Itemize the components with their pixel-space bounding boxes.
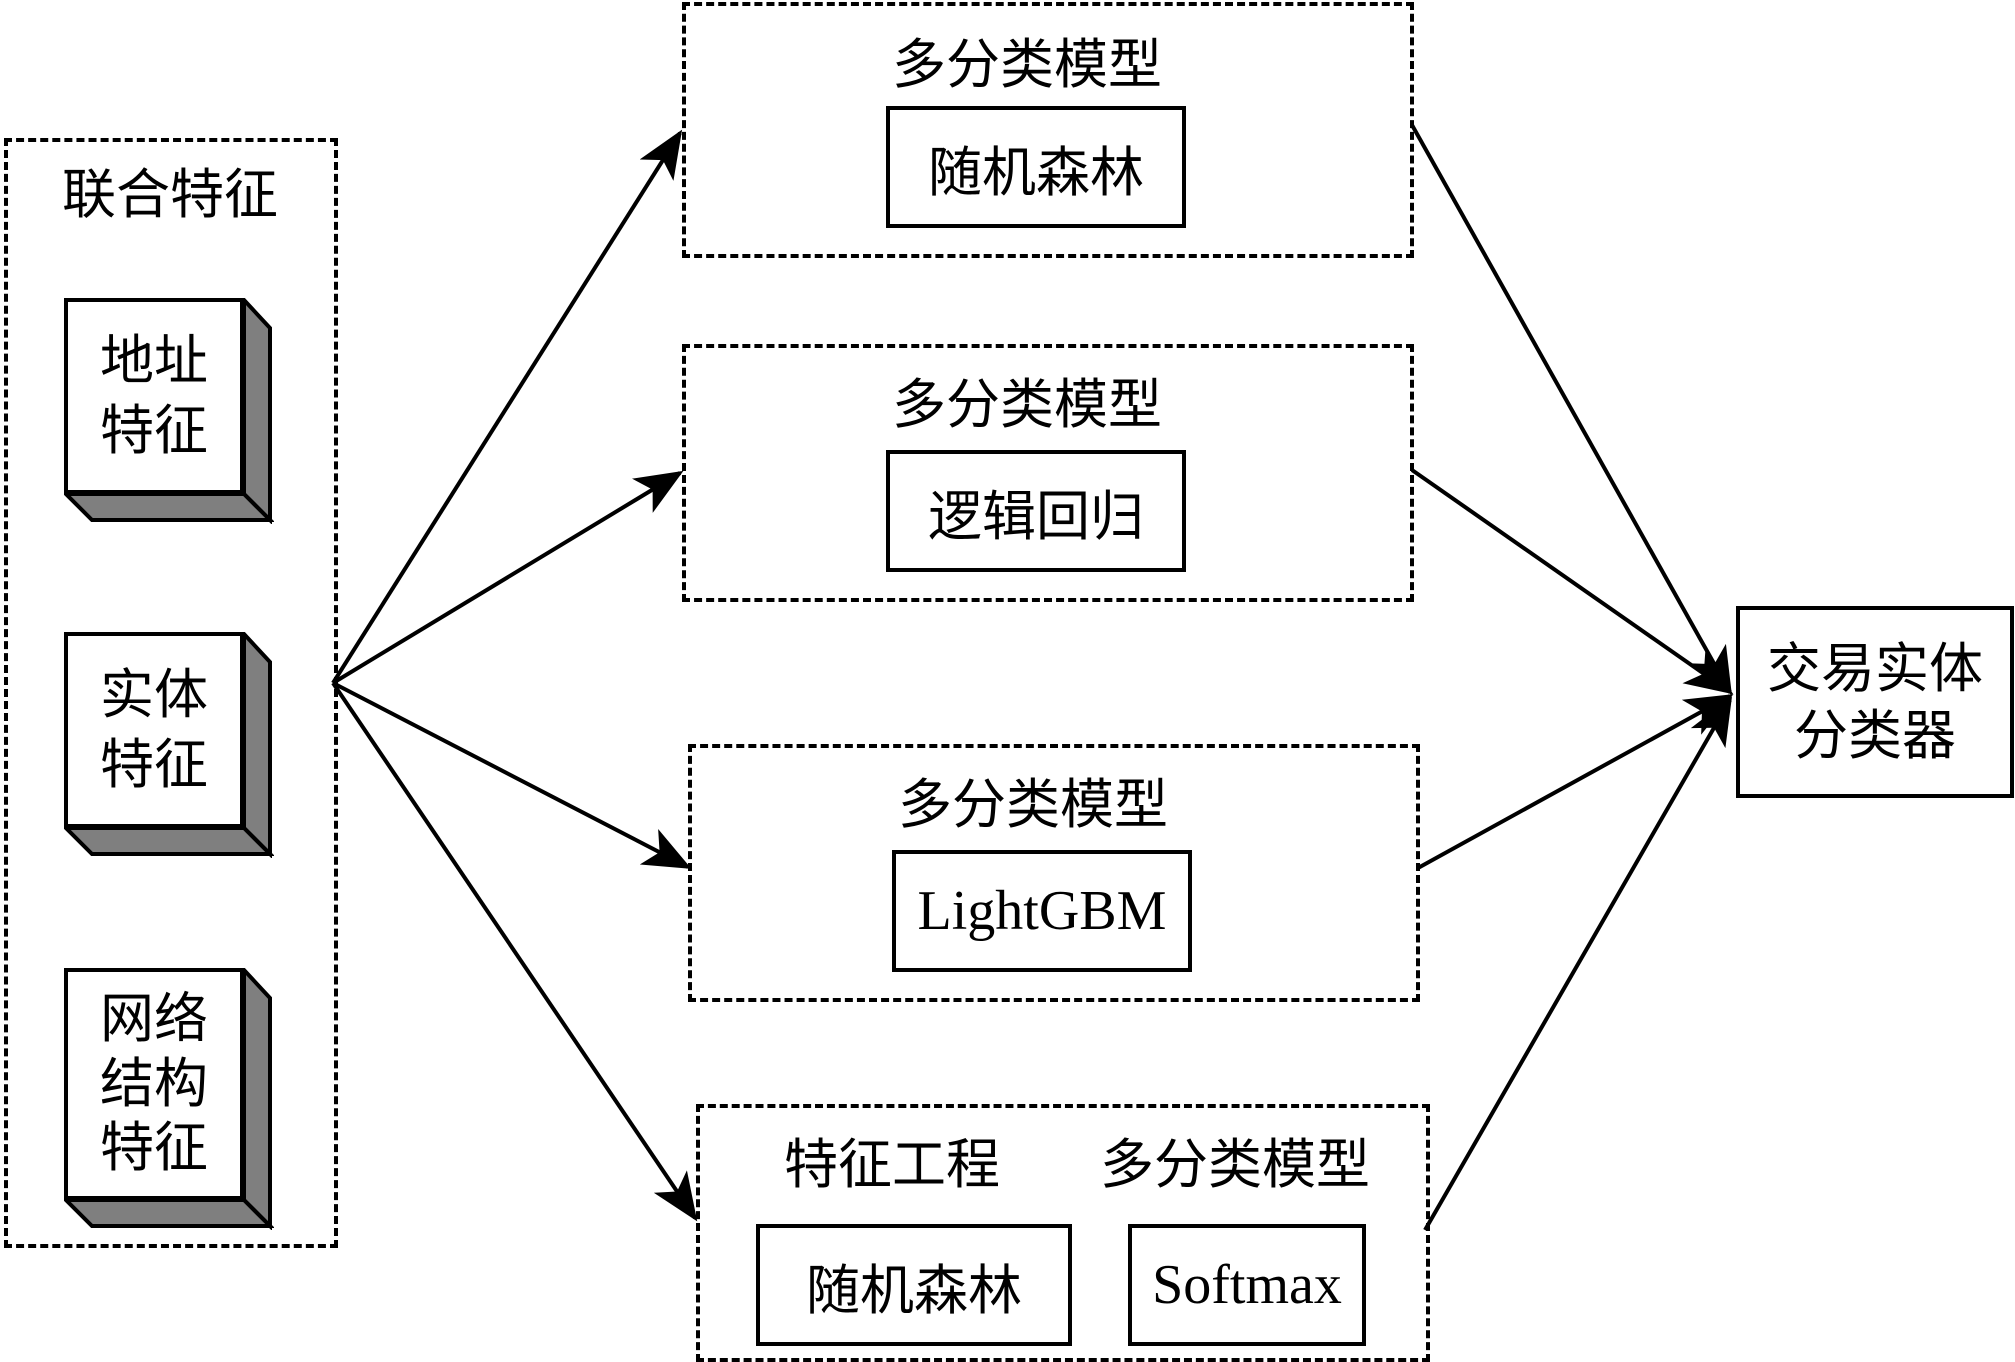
network-feature-line-3: 特征 (100, 1116, 208, 1180)
entity-feature-line-1: 实体 (100, 662, 208, 726)
logistic-regression-box: 逻辑回归 (886, 450, 1186, 572)
transaction-entity-classifier-box: 交易实体 分类器 (1736, 606, 2014, 798)
softmax-model-heading: 多分类模型 (1100, 1133, 1370, 1196)
arrow-to-random-forest-model (331, 129, 683, 685)
arrow-from-random-forest-model (1410, 124, 1732, 696)
feature-engineering-heading: 特征工程 (784, 1133, 1000, 1196)
joint-feature-group: 联合特征 地址 特征 实体 特征 (4, 138, 338, 1248)
network-structure-feature-face: 网络 结构 特征 (64, 968, 244, 1200)
arrow-to-lightgbm-model (332, 681, 692, 869)
random-forest-box: 随机森林 (886, 106, 1186, 228)
model-heading: 多分类模型 (898, 773, 1168, 836)
random-forest-model-group: 多分类模型 随机森林 (682, 2, 1414, 258)
lightgbm-box: LightGBM (892, 850, 1192, 972)
arrow-to-logistic-model (331, 470, 684, 685)
logistic-regression-model-group: 多分类模型 逻辑回归 (682, 344, 1414, 602)
arrow-from-pipeline-model (1423, 696, 1732, 1231)
entity-feature-face: 实体 特征 (64, 632, 244, 828)
block-bevel (64, 632, 274, 858)
pipeline-model-group: 特征工程 多分类模型 随机森林 Softmax (696, 1104, 1430, 1362)
address-feature-line-1: 地址 (100, 328, 208, 392)
address-feature-face: 地址 特征 (64, 298, 244, 494)
network-structure-feature-block: 网络 结构 特征 (64, 968, 274, 1230)
network-feature-line-2: 结构 (100, 1051, 208, 1115)
classifier-line-2: 分类器 (1794, 704, 1956, 767)
address-feature-block: 地址 特征 (64, 298, 274, 524)
classifier-line-1: 交易实体 (1767, 636, 1983, 700)
model-heading: 多分类模型 (892, 33, 1162, 96)
arrow-to-pipeline-model (331, 681, 698, 1222)
lightgbm-model-group: 多分类模型 LightGBM (688, 744, 1420, 1002)
model-heading: 多分类模型 (892, 373, 1162, 436)
arrow-from-lightgbm-model (1417, 694, 1734, 870)
softmax-box: Softmax (1128, 1224, 1366, 1346)
joint-feature-title: 联合特征 (62, 163, 278, 226)
entity-feature-block: 实体 特征 (64, 632, 274, 858)
block-bevel (64, 298, 274, 524)
feature-engineering-random-forest-box: 随机森林 (756, 1224, 1072, 1346)
network-feature-line-1: 网络 (100, 986, 208, 1050)
arrow-from-logistic-model (1410, 468, 1734, 695)
entity-feature-line-2: 特征 (100, 733, 208, 796)
block-bevel (64, 968, 274, 1230)
address-feature-line-2: 特征 (100, 399, 208, 462)
